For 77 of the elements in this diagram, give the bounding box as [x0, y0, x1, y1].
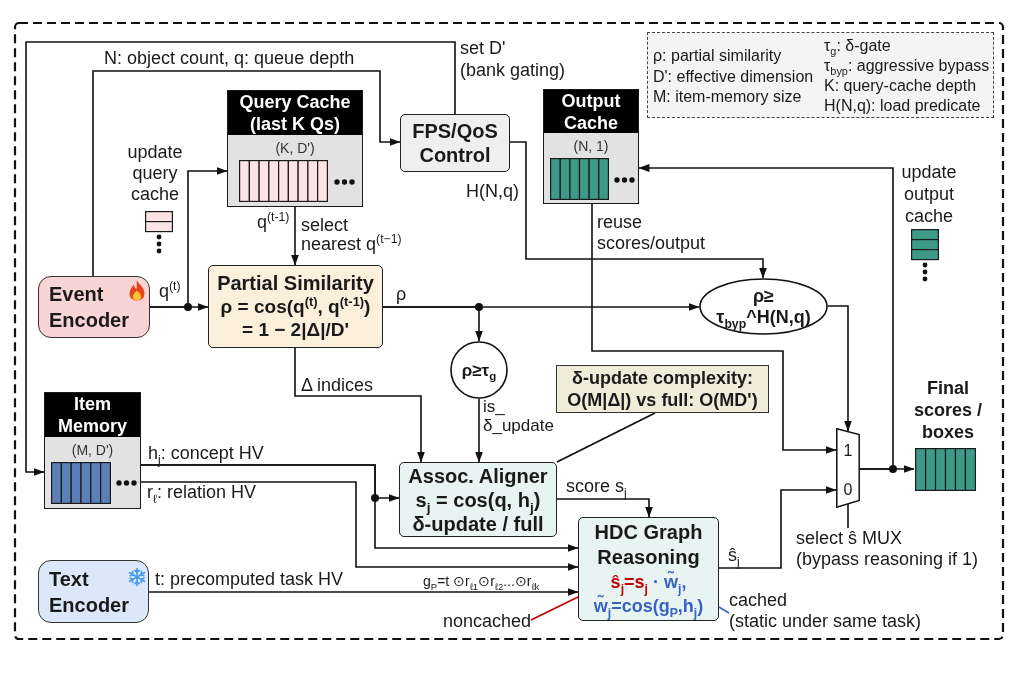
- annotation-text: noncached: [443, 611, 532, 632]
- leader-line: [718, 606, 730, 614]
- process-box: [400, 114, 510, 172]
- node-title: Text Encoder: [49, 566, 130, 618]
- legend-text: ρ: partial similarity: [653, 46, 782, 66]
- node-title: Assoc. Aligner: [408, 463, 548, 488]
- note-text: δ-update complexity: O(M|Δ|) vs full: O(MD'): [567, 367, 758, 411]
- arrow: [291, 206, 299, 266]
- legend-text: M: item-memory size: [653, 87, 802, 107]
- output-title: Final scores / boxes: [914, 377, 982, 443]
- edge-label: reuse scores/output: [597, 212, 706, 254]
- arrow: [591, 203, 837, 454]
- arrow: [827, 305, 852, 432]
- cache-header: Output Cache: [544, 90, 638, 133]
- cache-header: Query Cache (last K Qs): [228, 91, 362, 135]
- arrow: [638, 164, 894, 470]
- legend-text: H(N,q): load predicate: [824, 96, 981, 116]
- formula-text: w̃$_{j}$=cos(g$_{P}$,h$_{j}$): [593, 595, 704, 618]
- arrow: [148, 588, 579, 596]
- edge-label: H(N,q): [466, 181, 519, 202]
- edge-label: select nearest q$^{(t−1)}$: [301, 216, 402, 254]
- arrow: [149, 167, 228, 308]
- edge-label: ρ: [396, 284, 407, 305]
- edge-label: update query cache: [126, 142, 184, 205]
- edge-label: update output cache: [900, 161, 958, 227]
- leader-line: [556, 412, 656, 463]
- dimension-text: (N, 1): [572, 138, 610, 154]
- arrow: [92, 70, 401, 277]
- leader-line: [530, 596, 579, 621]
- encoder-box: [38, 560, 149, 623]
- note-box: [556, 365, 769, 413]
- arrow: [382, 306, 483, 342]
- arrow: [140, 481, 579, 571]
- edge-label: t: precomputed task HV: [155, 570, 344, 589]
- condition-text: ρ≥τ$_{g}$: [461, 359, 497, 381]
- node-title: HDC Graph Reasoning: [594, 520, 703, 570]
- condition-ellipse: [699, 278, 828, 335]
- node-title: Event Encoder: [49, 282, 130, 333]
- node-title: FPS/QoS Control: [412, 119, 498, 167]
- memory-block: [543, 89, 639, 204]
- edge-label: N: object count, q: queue depth: [104, 48, 355, 68]
- port-label: 1: [842, 442, 854, 460]
- arrow: [294, 347, 425, 463]
- gate-circle: [450, 341, 508, 399]
- legend-text: τ$_{g}$: δ-gate: [824, 36, 891, 56]
- port-label: 0: [842, 481, 854, 499]
- process-box: [208, 265, 383, 348]
- dimension-text: (K, D'): [274, 140, 316, 156]
- memory-block: [227, 90, 363, 207]
- dimension-text: (M, D'): [70, 442, 115, 458]
- node-title: Partial Similarity: [217, 272, 374, 295]
- edge-label: q$^{(t)}$: [159, 281, 181, 302]
- arrow: [718, 486, 837, 569]
- select-line: [847, 503, 849, 529]
- edge-label: set D' (bank gating): [460, 37, 566, 81]
- arrow: [556, 498, 653, 518]
- cache-header: Item Memory: [45, 393, 140, 437]
- edge-label: Δ indices: [301, 376, 374, 394]
- process-box: [578, 517, 719, 621]
- annotation-text: select ŝ MUX (bypass reasoning if 1): [796, 528, 979, 570]
- process-box: [399, 462, 557, 537]
- legend-text: D': effective dimension: [653, 67, 814, 87]
- encoder-box: [38, 276, 150, 338]
- formula-text: ρ = cos(q$^{(t)}$, q$^{(t-1)}$) = 1 − 2|Δ|/D': [220, 295, 371, 341]
- edge-label: is_ δ_update: [483, 397, 554, 435]
- formula-label: g$_{P}$=t ⊙r$_{ℓ1}$⊙r$_{ℓ2}$...⊙r$_{ℓk}$: [423, 573, 540, 589]
- arrow: [509, 141, 767, 279]
- arrow: [475, 398, 483, 463]
- annotation-text: cached (static under same task): [729, 590, 922, 632]
- signal-label: q$^{(t-1)}$: [257, 212, 290, 233]
- arrow: [140, 464, 579, 552]
- legend-text: K: query-cache depth: [824, 77, 977, 96]
- legend-text: τ$_{byp}$: aggressive bypass: [824, 57, 990, 76]
- memory-block: [44, 392, 141, 509]
- edge-label: r$_{ℓ}$: relation HV: [147, 482, 256, 503]
- multiplexer: [836, 428, 860, 508]
- arrow: [25, 41, 456, 476]
